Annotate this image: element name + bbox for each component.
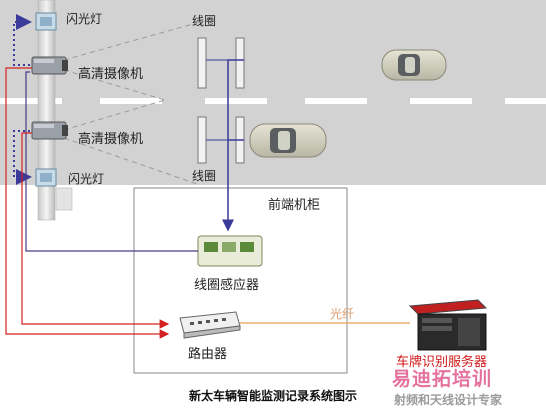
sensor-to-camera-line [25,71,198,252]
flash-bottom-icon [35,168,57,187]
router-icon [179,311,241,339]
camera-top-to-router-line [5,67,170,339]
router-label: 路由器 [188,347,228,362]
loop-signal-line [222,59,244,232]
watermark-brand: 易迪拓培训 [392,368,493,390]
camera-top-icon [31,56,68,75]
loop-sensor-icon [197,235,263,267]
server-icon [408,299,488,351]
camera-bottom-icon [31,121,68,140]
flash-top-label: 闪光灯 [66,12,103,26]
fiber-label: 光纤 [330,307,355,321]
loop-top-label: 线圈 [192,14,217,28]
flash-bottom-label: 闪光灯 [68,172,105,186]
diagram-caption: 新太车辆智能监测记录系统图示 [188,389,357,403]
camera-bottom-to-router-line [21,132,170,329]
camera-top-label: 高清摄像机 [78,67,144,82]
loop-top [197,37,245,89]
loop-sensor-label: 线圈感应器 [194,278,260,293]
watermark-slogan: 射频和天线设计专家 [394,393,503,407]
camera-bottom-label: 高清摄像机 [78,132,144,147]
loop-bottom-label: 线圈 [192,169,217,183]
cabinet-box [133,187,348,374]
pole [37,0,56,221]
lane-markings [0,98,546,104]
camera-view-lines [63,21,201,186]
car-top-icon [381,49,447,81]
car-bottom-icon [249,123,327,158]
cabinet-label: 前端机柜 [268,198,321,213]
server-label: 车牌识别服务器 [396,355,488,370]
pole-box [55,187,73,211]
flash-top-icon [35,12,57,31]
